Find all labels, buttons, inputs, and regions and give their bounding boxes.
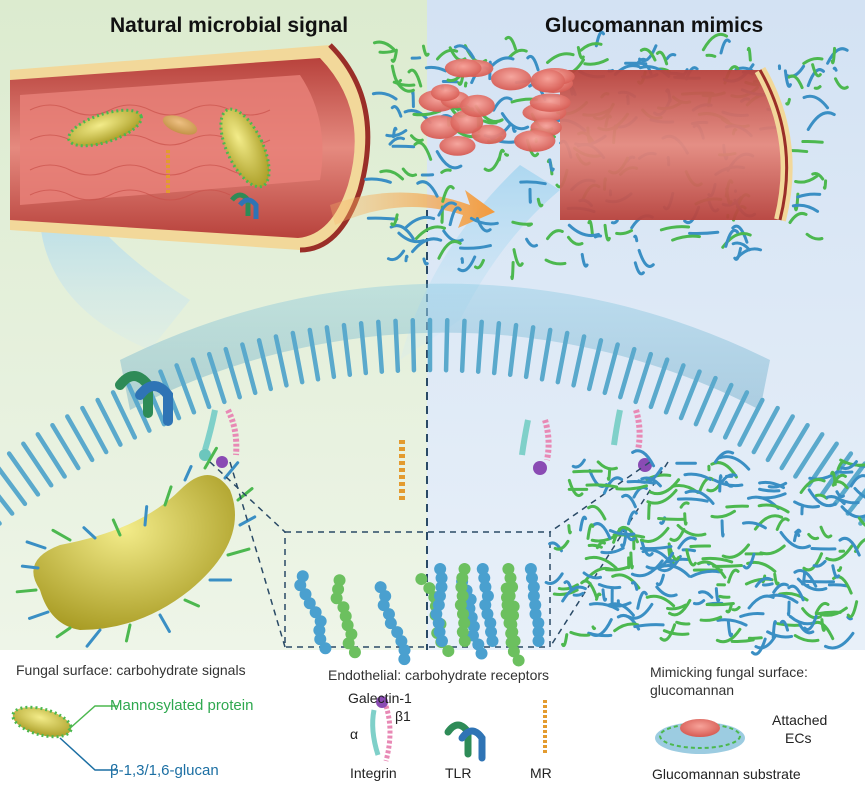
legend-galectin-label: Galectin-1 [348,690,412,706]
blood-vessel-right [560,67,793,222]
legend-glucan-label: β-1,3/1,6-glucan [110,762,219,779]
integrin-right-1 [519,419,552,475]
legend-mimic-heading-2: glucomannan [650,682,735,698]
fungus-in-vessel-3 [219,107,271,189]
zoom-lines [209,461,669,648]
legend-integrin-label: Integrin [350,765,397,781]
legend-beta1-label: β1 [395,708,411,724]
fungus-in-vessel-1 [67,108,143,148]
left-panel-title: Natural microbial signal [110,14,349,37]
legend-glucomannan-icon [655,719,745,754]
legend-mimic-heading-1: Mimicking fungal surface: [650,664,808,680]
legend-tlr-label: TLR [445,765,472,781]
integrin-left [199,408,240,468]
legend-tlr-icon [444,721,486,762]
glucomannan-mesh-bottom [544,449,865,656]
fungus-large [15,446,257,648]
glucan-chains-inset [294,563,545,667]
blood-vessel-left [10,43,371,253]
legend-mannosylated-label: Mannosylated protein [110,697,254,714]
legend-alpha-label: α [350,726,359,742]
tlr-receptor-left [115,371,173,426]
tlr-receptor-small [230,192,259,219]
transition-arrow [330,190,495,228]
right-panel-title: Glucomannan mimics [545,14,764,37]
legend-integrin-icon [370,696,393,762]
legend-substrate-label: Glucomannan substrate [652,766,801,782]
legend-fungal-heading: Fungal surface: carbohydrate signals [16,662,246,678]
legend-mr-label: MR [530,765,552,781]
fungus-in-vessel-2 [162,115,198,135]
legend-endothelial-heading: Endothelial: carbohydrate receptors [328,667,550,683]
legend-attached-label-1: Attached [772,712,828,728]
cell-membrane [0,283,865,526]
attached-ecs-top [418,58,575,156]
legend-fungus-icon [11,705,118,771]
legend-attached-label-2: ECs [785,730,812,746]
